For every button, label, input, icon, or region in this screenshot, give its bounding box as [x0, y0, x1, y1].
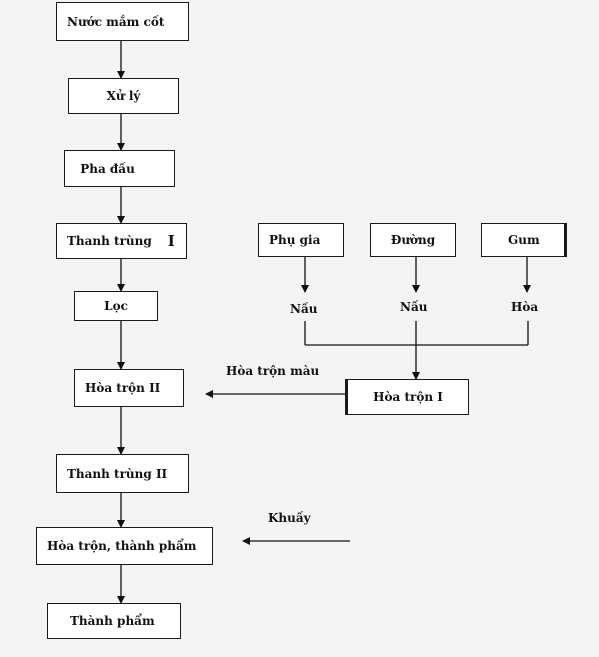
box-xu-ly-label: Xử lý	[106, 89, 141, 103]
label-khuay: Khuấy	[268, 511, 311, 525]
box-pha-dau-label: Pha đấu	[80, 161, 135, 176]
box-phu-gia: Phụ gia	[258, 223, 344, 257]
box-loc: Lọc	[74, 291, 158, 321]
label-nau-2: Nấu	[400, 300, 428, 314]
label-nau-1: Nấu	[290, 302, 318, 316]
label-hoa-tron-mau: Hòa trộn màu	[226, 364, 320, 378]
box-nuoc-mam-cot-label: Nước mắm cốt	[67, 14, 165, 29]
box-nuoc-mam-cot: Nước mắm cốt	[56, 2, 189, 41]
label-hoa: Hòa	[511, 300, 539, 314]
box-hoa-tron-1-label: Hòa trộn I	[373, 390, 443, 404]
box-thanh-pham-label: Thành phẩm	[70, 614, 155, 628]
box-pha-dau: Pha đấu	[64, 150, 175, 187]
box-hoa-tron-thanh-pham-label: Hòa trộn, thành phẩm	[47, 539, 197, 553]
box-thanh-trung-1-numeral: I	[167, 232, 175, 250]
box-hoa-tron-2-label: Hòa trộn II	[85, 381, 161, 395]
box-thanh-trung-1: Thanh trùng I	[56, 223, 187, 259]
box-gum: Gum	[481, 223, 567, 257]
box-phu-gia-label: Phụ gia	[269, 233, 321, 247]
box-hoa-tron-1: Hòa trộn I	[345, 379, 469, 415]
box-gum-label: Gum	[508, 233, 540, 247]
box-hoa-tron-thanh-pham: Hòa trộn, thành phẩm	[36, 527, 213, 565]
box-thanh-trung-1-label: Thanh trùng	[67, 234, 152, 248]
box-thanh-trung-2: Thanh trùng II	[56, 454, 189, 493]
box-loc-label: Lọc	[104, 299, 128, 313]
box-thanh-trung-2-label: Thanh trùng II	[67, 466, 168, 481]
box-duong: Đường	[370, 223, 456, 257]
box-xu-ly: Xử lý	[68, 78, 179, 114]
box-thanh-pham: Thành phẩm	[47, 603, 181, 639]
box-duong-label: Đường	[390, 233, 436, 247]
box-hoa-tron-2: Hòa trộn II	[74, 369, 184, 407]
